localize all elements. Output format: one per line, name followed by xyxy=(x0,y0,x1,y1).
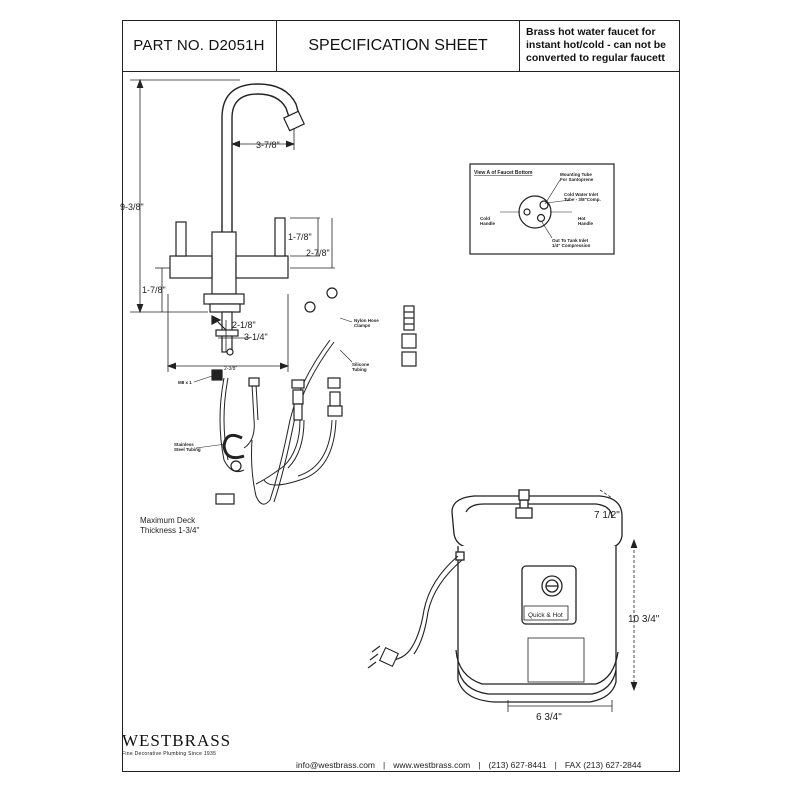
faucet-dimension-labels: 9-3/8" 3-7/8" 1-7/8" 2-7/8" 1-7/8" 2-1/8… xyxy=(120,140,330,372)
separator: | xyxy=(383,760,386,770)
view-a-out-tank: Out To Tank Inlet xyxy=(552,238,589,243)
product-note-line: instant hot/cold - can not be xyxy=(526,39,666,51)
westbrass-logo: WESTBRASS Fine Decorative Plumbing Since… xyxy=(122,731,231,757)
dim-base-height: 1-7/8" xyxy=(142,285,166,295)
view-a-title: View A of Faucet Bottom xyxy=(474,170,533,176)
power-cord xyxy=(367,555,463,669)
dim-shank-lower: 3-1/4" xyxy=(244,332,268,342)
part-labels: Nylon Hose Clamps Silicone Tubing M8 x 1… xyxy=(174,318,379,452)
view-a-hot-handle: Handle xyxy=(578,221,594,226)
brand-tagline: Fine Decorative Plumbing Since 1935 xyxy=(122,751,217,757)
view-a-cold-handle: Handle xyxy=(480,221,496,226)
view-a-labels: View A of Faucet Bottom Mounting Tube Fo… xyxy=(474,170,601,248)
contact-website[interactable]: www.westbrass.com xyxy=(393,760,471,770)
product-note-line: converted to regular faucett xyxy=(526,52,665,64)
dim-tank-width: 6 3/4" xyxy=(536,712,562,723)
label-silicone: Silicone xyxy=(352,362,370,367)
sheet-title: SPECIFICATION SHEET xyxy=(277,20,520,72)
label-nylon-hose: Nylon Hose xyxy=(354,318,379,323)
tank-dimensions xyxy=(507,489,638,712)
part-number: PART NO. D2051H xyxy=(122,20,277,72)
product-note-line: Brass hot water faucet for xyxy=(526,26,656,38)
label-silicone: Tubing xyxy=(352,367,367,372)
view-a-cold-inlet: Tube - 3/8"Comp. xyxy=(564,197,601,202)
tank-dimension-labels: 7 1/2" 10 3/4" 6 3/4" Quick & Hot xyxy=(528,510,660,723)
dim-base-width: 2-3/8" xyxy=(224,366,237,372)
tank-brand-label: Quick & Hot xyxy=(528,612,563,619)
contact-fax: FAX (213) 627-2844 xyxy=(564,760,642,770)
deck-thickness-note: Maximum Deck Thickness 1-3/4" xyxy=(140,516,199,536)
brand-name: WESTBRASS xyxy=(122,731,232,750)
view-a-inset xyxy=(469,163,615,255)
view-a-cold-inlet: Cold Water Inlet xyxy=(564,192,599,197)
fittings xyxy=(211,287,417,505)
dim-reach: 3-7/8" xyxy=(256,140,280,150)
view-a-cold-handle: Cold xyxy=(480,216,490,221)
dim-handle-height: 1-7/8" xyxy=(288,232,312,242)
label-m8: M8 x 1 xyxy=(178,380,192,385)
part-number-text: PART NO. D2051H xyxy=(133,37,265,54)
dim-tank-depth: 7 1/2" xyxy=(594,510,620,521)
deck-note-line: Thickness 1-3/4" xyxy=(140,526,200,535)
label-stainless: Stainless xyxy=(174,442,194,447)
label-nylon-hose: Clamps xyxy=(354,323,371,328)
sheet-border xyxy=(122,20,680,772)
faucet-drawing xyxy=(169,83,306,356)
view-a-out-tank: 1/4" Compression xyxy=(552,243,591,248)
separator: | xyxy=(554,760,557,770)
fitting-leaders xyxy=(193,317,353,449)
supply-lines xyxy=(219,339,337,505)
dim-shank-upper: 2-1/8" xyxy=(232,320,256,330)
dim-handle-offset: 2-7/8" xyxy=(306,248,330,258)
dim-tank-height: 10 3/4" xyxy=(628,614,660,625)
label-stainless: Steel Tubing xyxy=(174,447,201,452)
view-a-mounting: For Santoprene xyxy=(560,177,594,182)
view-a-mounting: Mounting Tube xyxy=(560,172,592,177)
contact-line: info@westbrass.com | www.westbrass.com | (21… xyxy=(296,760,641,770)
sheet-title-text: SPECIFICATION SHEET xyxy=(308,36,488,54)
separator: | xyxy=(478,760,481,770)
tank-drawing xyxy=(451,489,623,703)
dim-height-total: 9-3/8" xyxy=(120,202,144,212)
product-note: Brass hot water faucet for instant hot/c… xyxy=(520,20,680,72)
contact-phone: (213) 627-8441 xyxy=(488,760,547,770)
contact-email[interactable]: info@westbrass.com xyxy=(296,760,376,770)
deck-note-line: Maximum Deck xyxy=(140,516,196,525)
view-a-hot-handle: Hot xyxy=(578,216,586,221)
faucet-dimensions xyxy=(130,78,335,372)
